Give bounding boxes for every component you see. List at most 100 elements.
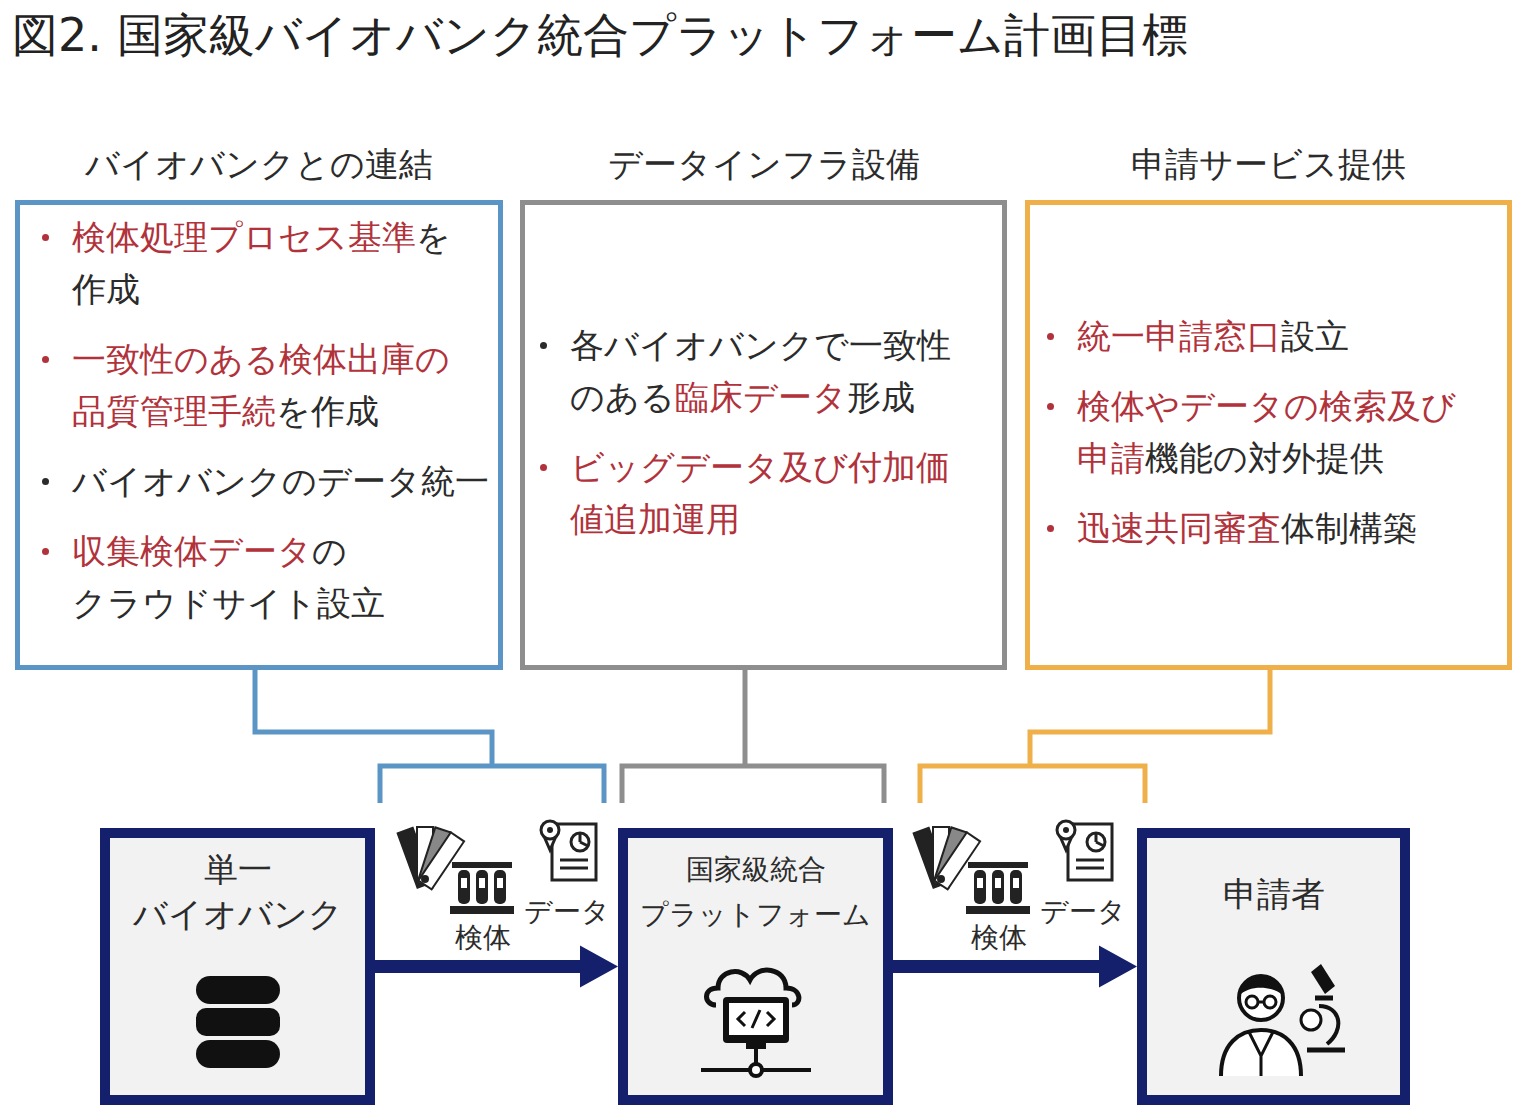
text-run: 形成 [847,377,915,417]
bullet-dot [1047,525,1054,532]
cloud-computer-icon [686,960,826,1080]
icon-label: 検体 [455,921,511,955]
network-node [750,1064,762,1076]
bullet-dot [42,234,49,241]
highlight-run: 収集検体データ [72,531,312,571]
box-heading: バイオバンクとの連結 [0,142,528,186]
disc [196,976,280,1004]
tube [494,870,506,904]
pin [541,821,559,839]
pivot [422,876,428,882]
swatch [418,832,464,889]
text-run: の [312,531,347,571]
bullet-text: 迅速共同審査体制構築 [1077,502,1501,554]
swatch-icon [398,827,464,889]
body [1221,1030,1301,1076]
text-run: 各バイオバンクで一致性 [570,325,951,365]
glasses [1246,996,1258,1008]
glasses [1264,996,1276,1008]
highlight-run: ビッグデータ及び付加価 [570,447,950,487]
monitor-stand [746,1043,766,1049]
tube [458,870,470,904]
leader-line [1030,670,1270,766]
bracket [380,766,604,803]
tube-rack-icon [450,862,514,914]
bracket [622,766,884,803]
text-run: 体制構築 [1281,508,1417,548]
text-run: 設立 [1281,316,1349,356]
highlight-run: 臨床データ [675,377,847,417]
bullet-item: 一致性のある検体出庫の品質管理手続を作成 [20,333,492,437]
goal-box: データインフラ設備各バイオバンクで一致性のある臨床データ形成ビッグデータ及び付加… [520,200,1007,670]
bullet-dot [1047,403,1054,410]
highlight-run: 検体やデータの検索及び [1077,386,1456,426]
bullet-item: 検体処理プロセス基準を作成 [20,211,492,315]
code-glyph [738,1010,774,1028]
text-lines [560,860,588,868]
diagram-title: 図2. 国家級バイオバンク統合プラットフォーム計画目標 [12,0,1188,70]
title-holder: 図2. 国家級バイオバンク統合プラットフォーム計画目標 [12,0,1188,70]
text-run: プラットフォーム [640,898,871,931]
text-run: クラウドサイト設立 [72,583,385,623]
tube-window [461,878,467,888]
icon-label: データ [524,895,610,929]
box-label: 申請者 [1147,838,1400,917]
collar [1249,1032,1273,1076]
box-body: 統一申請窓口設立検体やデータの検索及び申請機能の対外提供迅速共同審査体制構築 [1030,205,1507,665]
bullet-item: 検体やデータの検索及び申請機能の対外提供 [1030,380,1501,484]
text-run: を作成 [276,391,379,431]
bullet-dot [42,548,49,555]
highlight-run: 一致性のある検体出庫の [72,339,450,379]
bullet-text: 検体処理プロセス基準を作成 [72,211,492,315]
bullet-item: 統一申請窓口設立 [1030,310,1501,362]
report-icon [541,821,596,880]
highlight-run: 迅速共同審査 [1077,508,1281,548]
text-run: バイオバンク [133,894,343,934]
leader-line [255,670,492,766]
icon-label: データ [1040,895,1126,929]
database-icon [178,972,298,1072]
head [1239,976,1283,1020]
bullet-text: 検体やデータの検索及び申請機能の対外提供 [1077,380,1501,484]
disc [196,1040,280,1068]
microscope-lens [1301,1010,1321,1030]
bullet-item: 迅速共同審査体制構築 [1030,502,1501,554]
microscope-tube [1311,964,1335,994]
rack-base [450,906,514,914]
highlight-run: 値追加運用 [570,499,740,539]
text-run: 国家級統合 [686,853,826,886]
bullet-dot [540,342,547,349]
pie-slice [580,833,588,846]
box-body: 検体処理プロセス基準を作成一致性のある検体出庫の品質管理手続を作成バイオバンクの… [20,205,498,665]
tube [476,870,488,904]
screen [729,1003,783,1035]
pie-chart [571,833,589,851]
bullet-text: 一致性のある検体出庫の品質管理手続を作成 [72,333,492,437]
text-run: 作成 [72,269,140,309]
highlight-run: 品質管理手続 [72,391,276,431]
disc [196,1008,280,1036]
box-body: 各バイオバンクで一致性のある臨床データ形成ビッグデータ及び付加価値追加運用 [525,205,1002,665]
bullet-item: ビッグデータ及び付加価値追加運用 [525,441,996,545]
icon-label: 検体 [971,921,1027,955]
hair [1239,977,1283,997]
microscope-arm [1319,1006,1338,1044]
process-box: 単一バイオバンク [100,828,375,1105]
text-run: を [416,217,451,257]
box-label: 国家級統合プラットフォーム [628,838,883,937]
tube-window [479,878,485,888]
bullet-item: 収集検体データのクラウドサイト設立 [20,525,492,629]
goal-box: バイオバンクとの連結検体処理プロセス基準を作成一致性のある検体出庫の品質管理手続… [15,200,503,670]
flow-arrow [375,960,588,973]
bullet-text: ビッグデータ及び付加価値追加運用 [570,441,996,545]
goal-box: 申請サービス提供統一申請窓口設立検体やデータの検索及び申請機能の対外提供迅速共同… [1025,200,1512,670]
glasses-bridge [1258,1001,1264,1004]
monitor [723,997,789,1043]
text-run: 単一 [204,849,272,889]
bracket [920,766,1145,803]
highlight-run: 検体処理プロセス基準 [72,217,416,257]
box-heading: データインフラ設備 [495,142,1032,186]
box-heading: 申請サービス提供 [1000,142,1526,186]
